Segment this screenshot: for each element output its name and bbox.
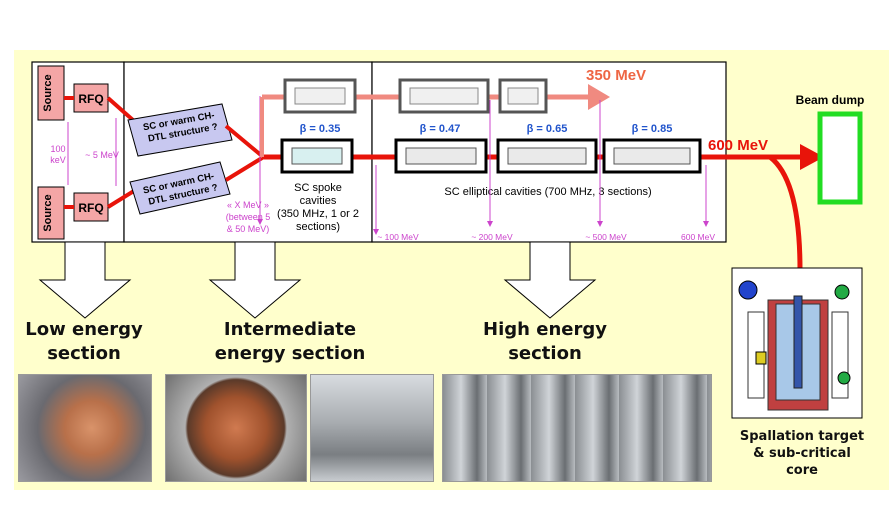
arrow-600mev xyxy=(800,144,824,170)
label-100: 100 xyxy=(50,144,65,154)
beta-047: β = 0.47 xyxy=(420,123,461,135)
photo-spoke-cavity xyxy=(310,374,434,482)
label-600mev-marker: 600 MeV xyxy=(681,232,715,242)
spoke-label-3: (350 MHz, 1 or 2 xyxy=(277,208,359,220)
target-component-green-2 xyxy=(837,371,851,385)
target-component-green xyxy=(834,284,850,300)
source-box-bottom xyxy=(37,186,65,240)
cavity-inner-350-spoke xyxy=(294,87,346,105)
label-xmev-2: (between 5 xyxy=(226,212,271,222)
label-kev: keV xyxy=(50,155,66,165)
cavity-inner-065 xyxy=(507,147,587,165)
cavity-inner-spoke xyxy=(291,147,343,165)
cavity-inner-085 xyxy=(613,147,691,165)
label-500mev: ~ 500 MeV xyxy=(585,232,627,242)
label-200mev: ~ 200 MeV xyxy=(471,232,513,242)
spoke-label-2: cavities xyxy=(300,195,337,207)
beam-dtl-merge-bottom xyxy=(224,156,264,182)
label-100mev: ~ 100 MeV xyxy=(377,232,419,242)
rfq-label-bottom: RFQ xyxy=(78,201,103,215)
beam-dump-label: Beam dump xyxy=(796,93,865,107)
source-label-bottom: Source xyxy=(42,194,54,231)
cavity-inner-047 xyxy=(405,147,477,165)
heading-high-energy: High energy section xyxy=(470,318,620,366)
beta-085: β = 0.85 xyxy=(632,123,673,135)
beam-dtl-merge-top xyxy=(224,124,264,158)
label-xmev-3: & 50 MeV) xyxy=(227,224,270,234)
photo-dtl xyxy=(165,374,307,482)
arrow-350mev xyxy=(588,84,610,110)
beam-to-target xyxy=(768,155,803,271)
heading-high-line2: section xyxy=(508,343,582,364)
heading-intermediate-energy: Intermediate energy section xyxy=(200,318,380,366)
heading-low-line1: Low energy xyxy=(25,319,143,340)
down-arrow-intermediate xyxy=(208,241,302,319)
caption-line3: core xyxy=(786,463,818,478)
down-arrow-low xyxy=(38,241,132,319)
heading-mid-line2: energy section xyxy=(214,343,366,364)
beam-dump-box xyxy=(817,111,863,205)
heading-high-line1: High energy xyxy=(483,319,607,340)
target-component-blue xyxy=(738,280,758,300)
label-350mev: 350 MeV xyxy=(586,67,646,84)
cavity-inner-350-a xyxy=(409,87,479,105)
elliptical-label: SC elliptical cavities (700 MHz, 3 secti… xyxy=(444,186,651,198)
rfq-box-bottom xyxy=(73,192,109,222)
heading-low-energy: Low energy section xyxy=(14,318,154,366)
dtl-structure-top xyxy=(127,103,233,157)
spoke-label-4: sections) xyxy=(296,221,340,233)
cavity-inner-350-b xyxy=(507,87,539,105)
rfq-label-top: RFQ xyxy=(78,92,103,106)
photo-elliptical-cavity xyxy=(442,374,712,482)
source-box-top xyxy=(37,65,65,121)
spoke-label-1: SC spoke xyxy=(294,182,342,194)
caption-line1: Spallation target xyxy=(739,429,865,444)
label-xmev-1: « X MeV » xyxy=(227,200,269,210)
label-5mev: ~ 5 MeV xyxy=(85,150,119,160)
target-beam-tube xyxy=(793,295,803,389)
target-component-yellow xyxy=(755,351,767,365)
caption-line2: & sub-critical xyxy=(753,446,851,461)
down-arrow-high xyxy=(503,241,597,319)
dtl-structure-bottom xyxy=(129,161,231,215)
rfq-box-top xyxy=(73,83,109,113)
photo-rfq xyxy=(18,374,152,482)
heading-mid-line1: Intermediate xyxy=(223,319,357,340)
label-600mev: 600 MeV xyxy=(708,137,768,154)
target-structure-right xyxy=(831,311,849,399)
beta-spoke: β = 0.35 xyxy=(300,123,341,135)
beta-065: β = 0.65 xyxy=(527,123,568,135)
heading-low-line2: section xyxy=(47,343,121,364)
source-label-top: Source xyxy=(42,74,54,111)
spallation-caption: Spallation target & sub-critical core xyxy=(722,428,882,479)
